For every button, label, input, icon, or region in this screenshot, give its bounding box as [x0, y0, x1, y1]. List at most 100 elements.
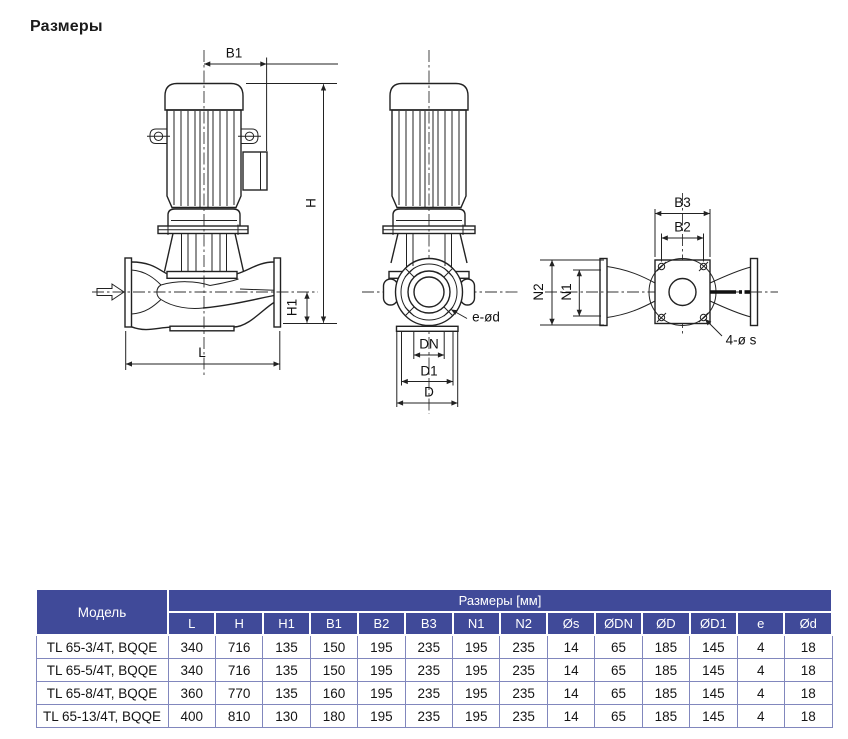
dimension-cell: 130: [262, 704, 311, 728]
dimension-cell: 810: [214, 704, 264, 728]
flange-raised-face: [407, 270, 451, 314]
dim-label-d: D: [424, 385, 434, 400]
dimension-cell: 65: [594, 681, 643, 705]
dimension-cell: 235: [499, 658, 548, 682]
dimension-cell: 4: [736, 658, 785, 682]
dimension-cell: 18: [783, 704, 833, 728]
dimension-cell: 340: [167, 658, 216, 682]
model-cell: TL 65-5/4T, BQQE: [35, 658, 169, 682]
dimension-d: D: [396, 331, 459, 407]
mounting-plate: [654, 259, 711, 325]
discharge-flange: [749, 257, 759, 327]
seal-housing-plate: [166, 270, 238, 280]
terminal-box: [242, 151, 268, 191]
dimensions-table-wrap: Модель Размеры [мм] L H H1 B1 B2 B3 N1 N…: [35, 588, 833, 728]
dimension-cell: 235: [404, 681, 454, 705]
casing-foot: [169, 325, 235, 332]
dimension-cell: 135: [262, 681, 311, 705]
model-column-header: Модель: [35, 588, 169, 636]
dimension-b2: B2: [661, 220, 704, 262]
dimension-cell: 160: [309, 681, 359, 705]
flange-bolt-holes: [404, 267, 454, 317]
dimension-cell: 185: [641, 704, 691, 728]
dimension-cell: 65: [594, 704, 643, 728]
bolt-circle: [400, 263, 458, 321]
dimension-cell: 235: [499, 704, 548, 728]
dimension-cell: 195: [452, 704, 501, 728]
motor-cap: [389, 82, 469, 111]
model-cell: TL 65-3/4T, BQQE: [35, 634, 169, 659]
dimension-b1: B1: [204, 46, 338, 151]
motor-fins: [398, 111, 460, 207]
dimension-cell: 235: [499, 634, 548, 659]
dimension-cell: 185: [641, 658, 691, 682]
dimension-h: H: [246, 83, 337, 324]
dimensions-table: Модель Размеры [мм] L H H1 B1 B2 B3 N1 N…: [35, 588, 833, 728]
dimension-cell: 4: [736, 681, 785, 705]
dimension-cell: 235: [499, 681, 548, 705]
column-header: H: [214, 611, 264, 636]
discharge-flange: [273, 257, 282, 328]
column-header: B3: [404, 611, 454, 636]
dim-label-n1: N1: [559, 283, 574, 300]
dim-label-b1: B1: [226, 46, 243, 61]
column-header: N1: [451, 611, 501, 636]
dimension-cell: 145: [689, 704, 738, 728]
pump-side-view: B1 H H1 L: [92, 46, 338, 376]
dim-label-dn: DN: [419, 337, 439, 352]
pipe-transitions: [606, 266, 752, 318]
dimension-cell: 770: [214, 681, 264, 705]
column-header: N2: [498, 611, 549, 636]
column-header: ØDN: [593, 611, 644, 636]
motor-end-shield: [392, 208, 466, 226]
dim-label-l: L: [198, 345, 206, 360]
motor-body: [166, 109, 242, 209]
dimension-h1: H1: [285, 292, 310, 323]
dimension-cell: 18: [783, 658, 833, 682]
dim-label-4-os: 4-ø s: [726, 333, 757, 348]
dimension-cell: 135: [262, 634, 311, 659]
dimension-cell: 14: [546, 658, 596, 682]
column-header: Øs: [546, 611, 596, 636]
column-header: B1: [309, 611, 359, 636]
dimension-cell: 195: [357, 658, 406, 682]
lantern: [163, 233, 245, 272]
dimension-cell: 235: [404, 634, 454, 659]
dim-label-b2: B2: [674, 220, 691, 235]
dimensions-group-header: Размеры [мм]: [167, 588, 833, 613]
callout-4-os: 4-ø s: [704, 318, 757, 348]
callout-e-od: e-ød: [450, 309, 500, 325]
dimension-n2: N2: [531, 259, 604, 326]
flow-direction-arrow-icon: [96, 283, 125, 301]
dimension-cell: 340: [167, 634, 216, 659]
dimension-cell: 150: [309, 634, 359, 659]
dimension-cell: 150: [309, 658, 359, 682]
dimension-cell: 4: [736, 704, 785, 728]
dim-label-n2: N2: [531, 283, 546, 300]
dim-label-b3: B3: [674, 195, 691, 210]
dimension-cell: 195: [452, 658, 501, 682]
model-cell: TL 65-13/4T, BQQE: [35, 704, 169, 728]
page-title: Размеры: [30, 17, 103, 35]
dimension-cell: 195: [452, 681, 501, 705]
drawings-area: B1 H H1 L: [92, 46, 778, 414]
dimension-cell: 235: [404, 658, 454, 682]
dimension-cell: 14: [546, 681, 596, 705]
dimension-n1: N1: [559, 269, 601, 317]
dimension-cell: 14: [546, 704, 596, 728]
motor-fins: [173, 111, 235, 207]
column-header: e: [736, 611, 786, 636]
dimension-cell: 716: [214, 658, 264, 682]
dimension-cell: 195: [452, 634, 501, 659]
dimension-cell: 195: [357, 681, 406, 705]
dimension-cell: 65: [594, 634, 643, 659]
dimension-cell: 400: [167, 704, 216, 728]
dimension-cell: 4: [736, 634, 785, 659]
dimension-cell: 14: [546, 634, 596, 659]
dimension-cell: 195: [357, 634, 406, 659]
dimension-dn: DN: [413, 331, 445, 359]
dim-label-e-od: e-ød: [472, 310, 500, 325]
